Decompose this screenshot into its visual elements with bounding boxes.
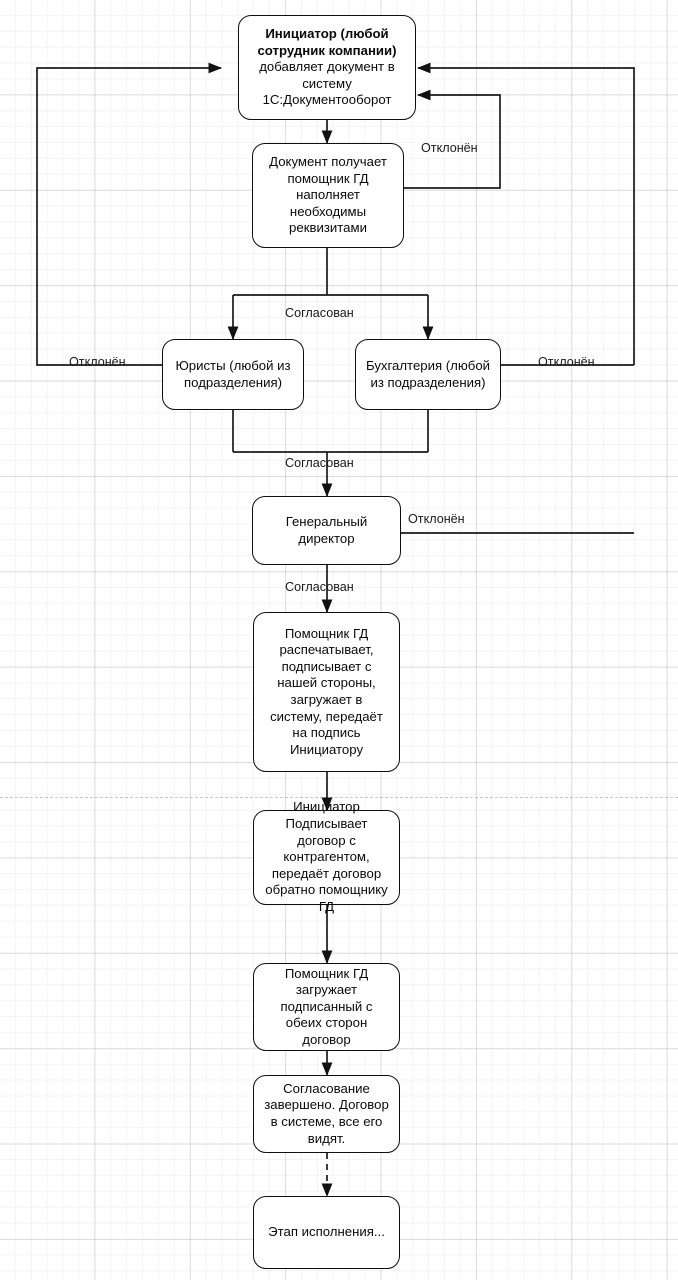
node-execution-text: Этап исполнения...	[268, 1224, 385, 1240]
node-execution[interactable]: Этап исполнения...	[253, 1196, 400, 1269]
edge-right-rail-to-initiator	[416, 62, 635, 365]
label-approved-fork: Согласован	[285, 306, 354, 320]
label-approved-director: Согласован	[285, 580, 354, 594]
edge-lawyers-rejected	[36, 62, 223, 366]
page-break-line	[0, 797, 678, 798]
label-rejected-lawyers: Отклонён	[69, 355, 126, 369]
label-rejected-assistant: Отклонён	[421, 141, 478, 155]
label-rejected-director: Отклонён	[408, 512, 465, 526]
label-rejected-accounting: Отклонён	[538, 355, 595, 369]
label-approved-merge: Согласован	[285, 456, 354, 470]
